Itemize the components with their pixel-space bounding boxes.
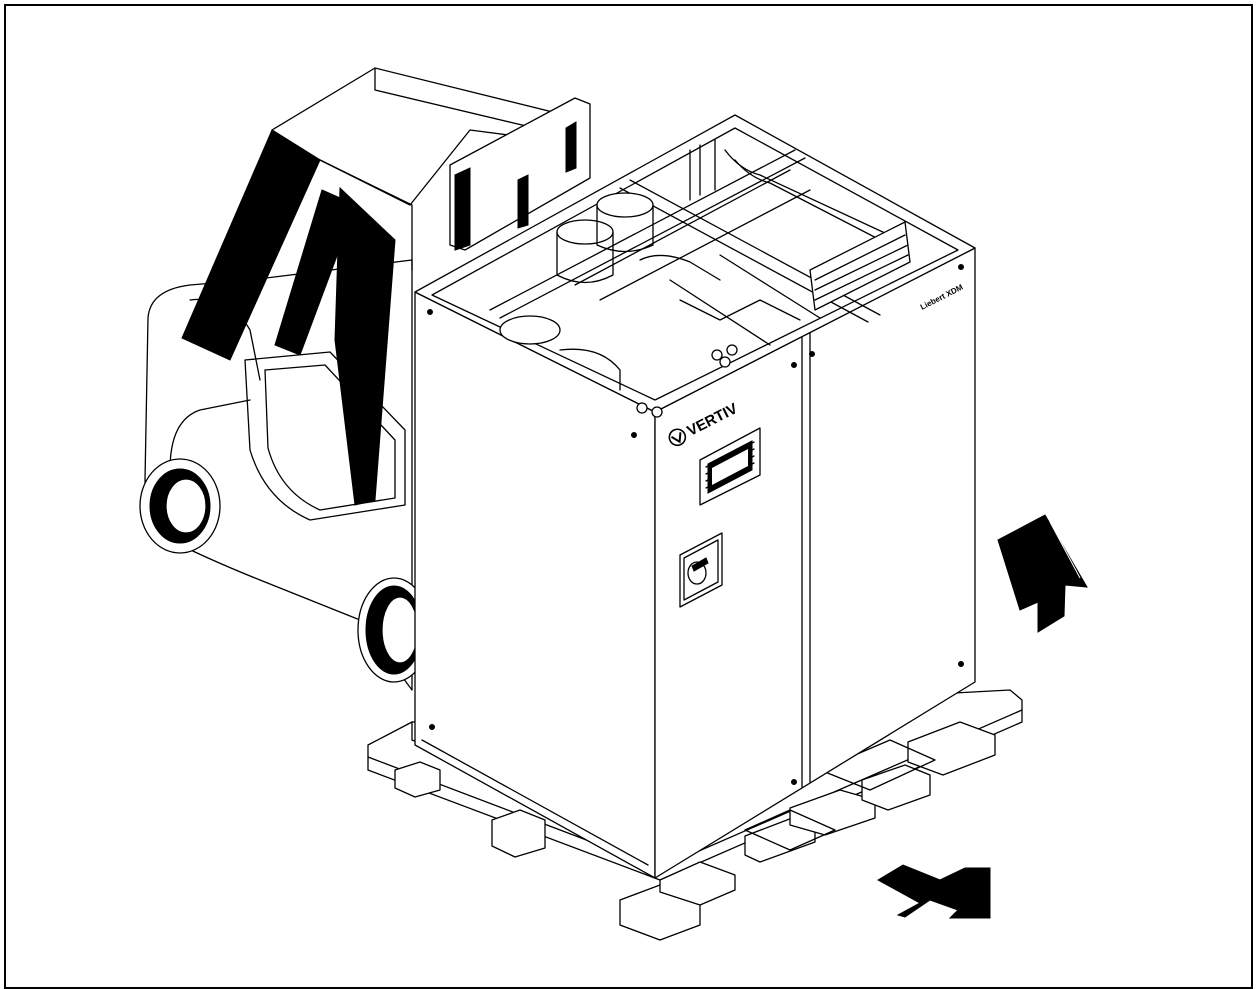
forklift xyxy=(139,67,591,691)
arrow-up-icon xyxy=(997,514,1088,633)
forklift-rear-wheel xyxy=(139,458,221,554)
disconnect-switch xyxy=(679,532,723,608)
control-display xyxy=(699,427,761,506)
arrow-right-down-icon xyxy=(876,864,991,919)
cabinet-unit: VERTIV Liebert XDM xyxy=(414,114,976,879)
forklift-front-wheel xyxy=(357,577,431,683)
